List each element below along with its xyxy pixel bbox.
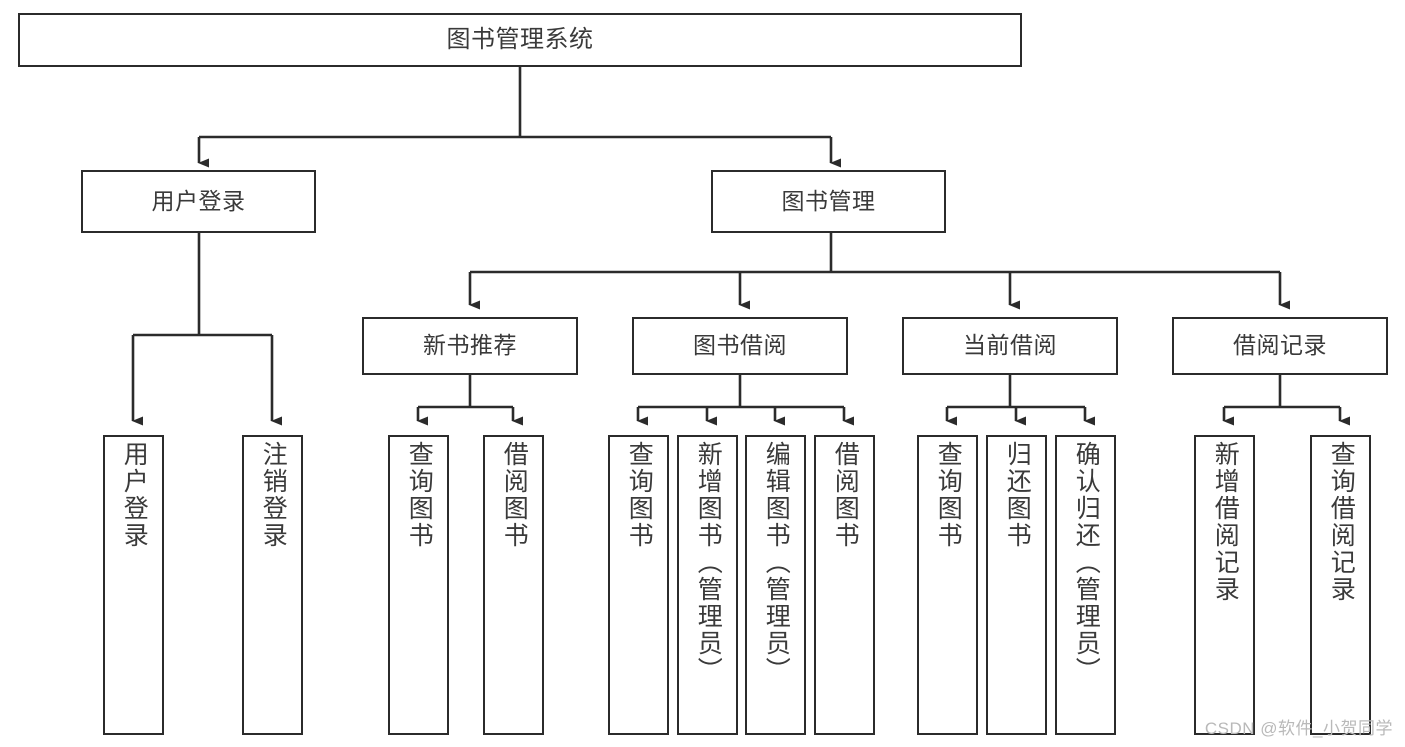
- node-label: 用户登录: [151, 187, 246, 214]
- node-label: 当前借阅: [963, 332, 1057, 359]
- node-label: 注销登录: [259, 441, 288, 549]
- node-label: 查询借阅记录: [1327, 441, 1356, 603]
- node-label: 新书推荐: [423, 332, 517, 359]
- node-label: 新增借阅记录: [1211, 441, 1240, 603]
- node-label: 确认归还（管理员）: [1072, 441, 1101, 684]
- node-leaf-borrow-book[interactable]: 借阅图书: [814, 435, 875, 735]
- node-current-borrow[interactable]: 当前借阅: [902, 317, 1118, 375]
- node-label: 借阅图书: [500, 441, 529, 549]
- node-leaf-borrow-book-recommend[interactable]: 借阅图书: [483, 435, 544, 735]
- node-root-book-management-system[interactable]: 图书管理系统: [18, 13, 1022, 67]
- node-label: 图书管理: [781, 187, 876, 214]
- node-book-borrow[interactable]: 图书借阅: [632, 317, 848, 375]
- node-borrow-record[interactable]: 借阅记录: [1172, 317, 1388, 375]
- node-label: 查询图书: [405, 441, 434, 549]
- node-new-book-recommend[interactable]: 新书推荐: [362, 317, 578, 375]
- node-label: 查询图书: [934, 441, 963, 549]
- node-leaf-confirm-return-admin[interactable]: 确认归还（管理员）: [1055, 435, 1116, 735]
- node-label: 图书借阅: [693, 332, 787, 359]
- node-leaf-add-borrow-record[interactable]: 新增借阅记录: [1194, 435, 1255, 735]
- node-leaf-user-login[interactable]: 用户登录: [103, 435, 164, 735]
- node-leaf-query-borrow-record[interactable]: 查询借阅记录: [1310, 435, 1371, 735]
- node-label: 用户登录: [120, 441, 149, 549]
- node-label: 编辑图书（管理员）: [762, 441, 791, 684]
- node-label: 归还图书: [1003, 441, 1032, 549]
- node-leaf-query-book-current[interactable]: 查询图书: [917, 435, 978, 735]
- node-user-login[interactable]: 用户登录: [81, 170, 316, 233]
- node-book-management[interactable]: 图书管理: [711, 170, 946, 233]
- node-leaf-add-book-admin[interactable]: 新增图书（管理员）: [677, 435, 738, 735]
- node-label: 借阅图书: [831, 441, 860, 549]
- node-leaf-query-book-recommend[interactable]: 查询图书: [388, 435, 449, 735]
- node-leaf-return-book[interactable]: 归还图书: [986, 435, 1047, 735]
- node-label: 借阅记录: [1233, 332, 1327, 359]
- node-leaf-edit-book-admin[interactable]: 编辑图书（管理员）: [745, 435, 806, 735]
- node-label: 图书管理系统: [446, 25, 594, 53]
- node-leaf-logout-login[interactable]: 注销登录: [242, 435, 303, 735]
- node-label: 查询图书: [625, 441, 654, 549]
- node-leaf-query-book-borrow[interactable]: 查询图书: [608, 435, 669, 735]
- node-label: 新增图书（管理员）: [694, 441, 723, 684]
